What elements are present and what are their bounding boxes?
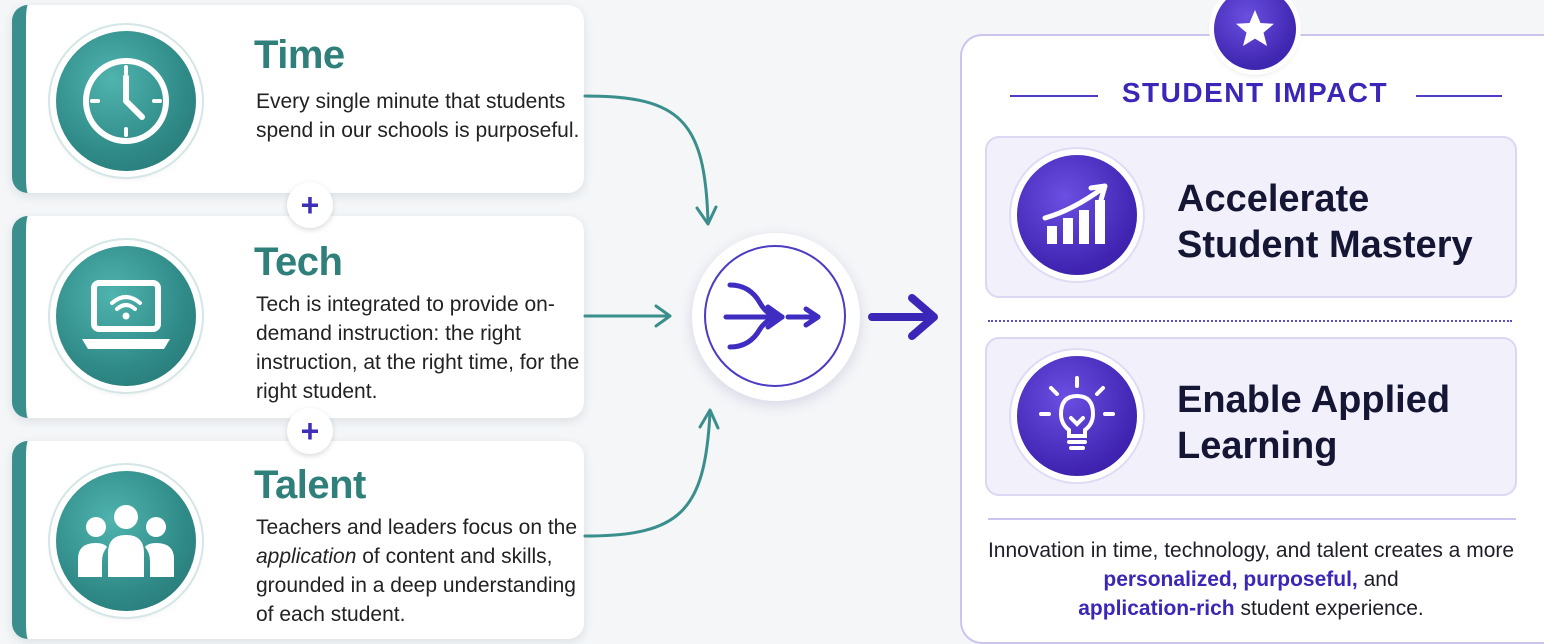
laptop-wifi-icon bbox=[56, 246, 196, 386]
plus-icon: + bbox=[287, 182, 333, 228]
summary-highlight-2: application-rich bbox=[1078, 597, 1235, 620]
talent-connector-arrow bbox=[583, 410, 712, 538]
tech-connector-arrowhead bbox=[654, 304, 672, 328]
plus-icon: + bbox=[287, 408, 333, 454]
talent-card: Talent Teachers and leaders focus on the… bbox=[12, 441, 584, 639]
summary-text-2: and bbox=[1357, 568, 1399, 591]
heading-rule-left bbox=[1010, 95, 1098, 97]
summary-highlight-1: personalized, purposeful, bbox=[1103, 568, 1358, 591]
star-icon bbox=[1214, 0, 1296, 70]
summary-text-3: student experience. bbox=[1234, 597, 1424, 620]
clock-icon bbox=[56, 31, 196, 171]
merge-hub bbox=[692, 233, 860, 401]
impact-summary: Innovation in time, technology, and tale… bbox=[985, 536, 1517, 623]
impact-heading: STUDENT IMPACT bbox=[1121, 77, 1389, 108]
talent-description: Teachers and leaders focus on the applic… bbox=[256, 513, 586, 629]
time-card: Time Every single minute that students s… bbox=[12, 5, 584, 193]
talent-desc-part2: of content and skills, grounded in a dee… bbox=[256, 545, 576, 626]
outcome-label-mastery: Accelerate Student Mastery bbox=[1177, 178, 1473, 266]
time-description: Every single minute that students spend … bbox=[256, 90, 580, 142]
tech-card: Tech Tech is integrated to provide on-de… bbox=[12, 216, 584, 418]
growth-chart-icon bbox=[1017, 155, 1137, 275]
time-title: Time bbox=[254, 33, 345, 77]
time-connector-arrowhead bbox=[695, 205, 718, 226]
outcome-card-mastery: Accelerate Student Mastery bbox=[985, 136, 1517, 298]
lightbulb-icon bbox=[1017, 356, 1137, 476]
merge-arrows-icon bbox=[704, 245, 846, 387]
heading-rule-right bbox=[1416, 95, 1502, 97]
talent-desc-part1: Teachers and leaders focus on the bbox=[256, 516, 578, 539]
talent-connector-arrowhead bbox=[698, 408, 720, 430]
people-group-icon bbox=[56, 471, 196, 611]
summary-text-1: Innovation in time, technology, and tale… bbox=[987, 539, 1515, 562]
outcome-label-applied: Enable Applied Learning bbox=[1177, 379, 1451, 467]
talent-title: Talent bbox=[254, 463, 366, 507]
right-arrow-icon bbox=[868, 294, 938, 340]
tech-description: Tech is integrated to provide on-demand … bbox=[256, 293, 580, 403]
dotted-divider bbox=[988, 320, 1512, 322]
talent-desc-emphasis: application bbox=[256, 545, 357, 568]
summary-divider bbox=[988, 518, 1516, 520]
time-connector-arrow bbox=[583, 94, 710, 224]
outcome-card-applied: Enable Applied Learning bbox=[985, 337, 1517, 496]
tech-title: Tech bbox=[254, 240, 343, 284]
